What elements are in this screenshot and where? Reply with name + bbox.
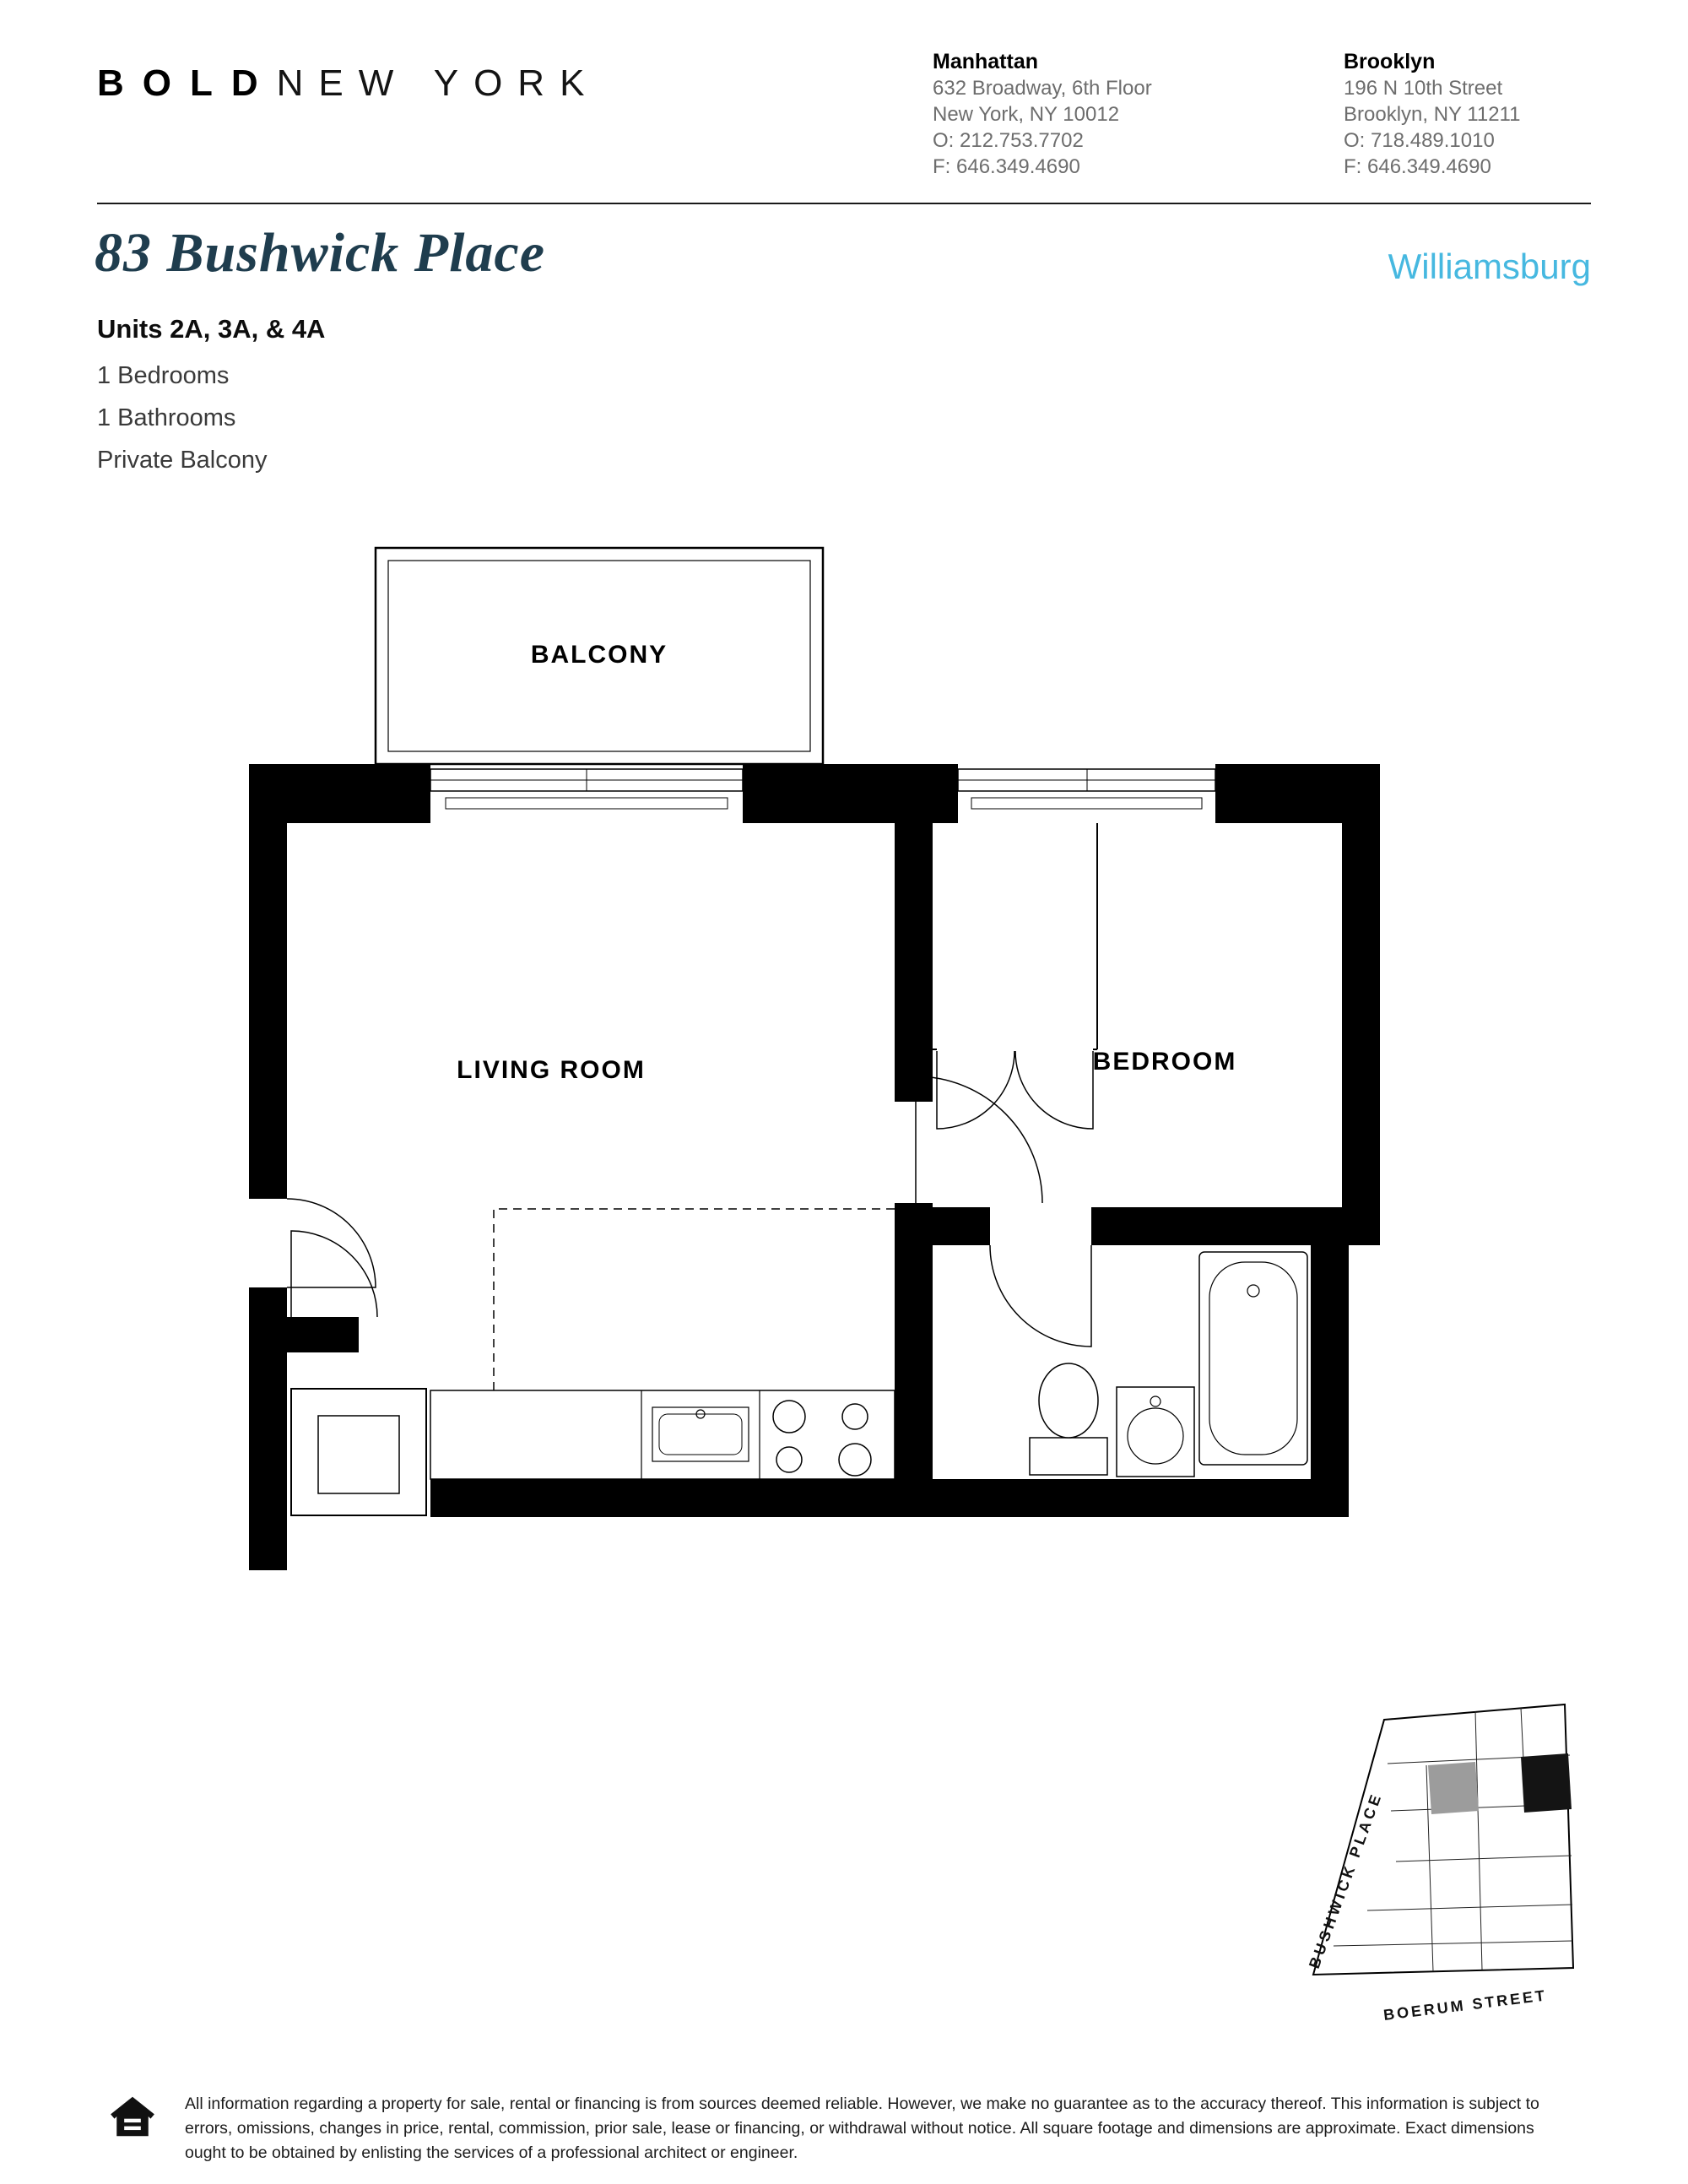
closet-door-right-arc <box>1014 1050 1094 1130</box>
disclaimer-text: All information regarding a property for… <box>185 2095 1539 2162</box>
office-manhattan: Manhattan 632 Broadway, 6th Floor New Yo… <box>933 49 1152 180</box>
refrigerator <box>290 1388 427 1516</box>
office-brooklyn-address1: 196 N 10th Street <box>1344 77 1503 100</box>
street-label-boerum: BOERUM STREET <box>1382 1986 1548 2024</box>
doors <box>286 1050 1094 1347</box>
kitchen-dashed-boundary <box>493 1208 895 1390</box>
window-bedroom <box>957 768 1216 810</box>
feature-bathrooms: 1 Bathrooms <box>97 404 236 431</box>
block-outline <box>1312 1703 1575 1976</box>
header-divider <box>97 203 1591 204</box>
window-living-room <box>430 768 744 810</box>
bathtub <box>1198 1251 1308 1466</box>
office-manhattan-fax: F: 646.349.4690 <box>933 155 1080 178</box>
office-manhattan-phone: O: 212.753.7702 <box>933 129 1084 152</box>
kitchen-sink <box>652 1406 749 1462</box>
office-manhattan-address2: New York, NY 10012 <box>933 103 1120 126</box>
office-brooklyn-fax: F: 646.349.4690 <box>1344 155 1491 178</box>
toilet-bowl <box>1038 1363 1099 1439</box>
neighborhood-label: Williamsburg <box>1388 247 1591 286</box>
bedroom-door-arc <box>915 1076 1043 1204</box>
feature-balcony: Private Balcony <box>97 447 268 474</box>
bath-sink-counter <box>1116 1386 1195 1477</box>
balcony-label: BALCONY <box>531 641 668 669</box>
site-key-map: BUSHWICK PLACE BOERUM STREET <box>1306 1703 1575 2024</box>
living-room-label: LIVING ROOM <box>457 1056 646 1084</box>
kitchen-counter <box>430 1390 895 1480</box>
balcony-outline: BALCONY <box>374 546 825 766</box>
kitchen-faucet <box>695 1409 706 1419</box>
kitchen <box>290 1388 895 1516</box>
office-manhattan-city: Manhattan <box>933 50 1038 73</box>
unit-division-lines <box>1333 1707 1573 1972</box>
bathroom-door-arc <box>989 1244 1092 1347</box>
floorplan-drawing: BALCONY <box>249 546 1380 1570</box>
bath-sink-faucet <box>1150 1395 1161 1407</box>
stair-core <box>1428 1762 1479 1814</box>
bathtub-drain <box>1247 1284 1260 1298</box>
footer: All information regarding a property for… <box>110 2092 1572 2165</box>
office-brooklyn-phone: O: 718.489.1010 <box>1344 129 1495 152</box>
highlighted-unit <box>1521 1753 1572 1813</box>
office-brooklyn-city: Brooklyn <box>1344 50 1436 73</box>
bedroom-label: BEDROOM <box>1093 1048 1237 1076</box>
bathroom <box>1029 1251 1308 1477</box>
page-title: 83 Bushwick Place <box>95 222 546 284</box>
closet-walls <box>933 823 1098 1050</box>
entry-closet-door-arc <box>290 1230 378 1318</box>
equal-housing-icon <box>111 2096 154 2137</box>
brand-logo-rest: NEW YORK <box>276 62 600 104</box>
closet-door-left-arc <box>936 1050 1015 1130</box>
entry-door-arc <box>286 1198 376 1288</box>
range-burners <box>772 1400 872 1477</box>
office-brooklyn: Brooklyn 196 N 10th Street Brooklyn, NY … <box>1344 49 1520 180</box>
feature-bedrooms: 1 Bedrooms <box>97 362 230 389</box>
toilet-tank <box>1029 1437 1108 1476</box>
units-label: Units 2A, 3A, & 4A <box>97 314 326 344</box>
office-manhattan-address1: 632 Broadway, 6th Floor <box>933 77 1152 100</box>
feature-list: 1 Bedrooms 1 Bathrooms Private Balcony <box>97 355 268 481</box>
brand-logo-bold: BOLD <box>97 62 277 104</box>
brand-logo: BOLDNEW YORK <box>97 62 599 105</box>
walls <box>249 764 1380 1570</box>
office-brooklyn-address2: Brooklyn, NY 11211 <box>1344 103 1521 126</box>
bath-sink-basin <box>1127 1407 1184 1465</box>
